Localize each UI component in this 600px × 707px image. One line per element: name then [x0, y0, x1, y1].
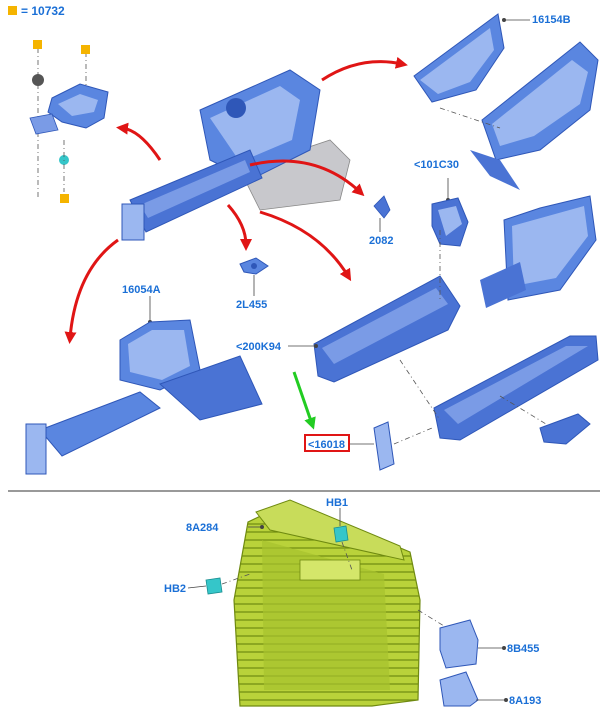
part-16054A-group[interactable] [25, 296, 263, 475]
label-16154B[interactable]: 16154B [532, 14, 571, 26]
legend-label: = 10732 [21, 4, 65, 18]
part-16018-group[interactable] [348, 421, 433, 471]
label-2L455[interactable]: 2L455 [236, 299, 267, 311]
nut-icon [32, 74, 44, 86]
label-2082[interactable]: 2082 [369, 235, 393, 247]
arrow-to-2082 [249, 159, 365, 197]
bracket-exploded-group [29, 40, 109, 203]
label-200K94[interactable]: <200K94 [236, 341, 282, 353]
label-HB1[interactable]: HB1 [326, 497, 348, 509]
right-apron-group[interactable] [399, 195, 599, 445]
fastener-marker-icon [81, 45, 90, 54]
apron-assembly[interactable] [121, 69, 351, 241]
highlight-box-16018 [304, 434, 350, 452]
legend-symbol-icon [8, 6, 17, 15]
part-200K94-group[interactable] [288, 275, 461, 383]
legend: = 10732 [8, 4, 65, 18]
label-101C30[interactable]: <101C30 [414, 159, 459, 171]
label-16018[interactable]: <16018 [308, 439, 345, 451]
arrow-to-16018 [292, 371, 316, 430]
part-8B455-group[interactable] [417, 609, 506, 669]
arrow-to-16054A [64, 238, 119, 344]
label-HB2[interactable]: HB2 [164, 583, 186, 595]
part-16154B-group[interactable] [413, 13, 599, 190]
bracket-stem-part [29, 113, 59, 135]
label-8B455[interactable]: 8B455 [507, 643, 539, 655]
part-HB2-group[interactable] [187, 573, 251, 595]
arrow-to-200K94 [259, 210, 352, 282]
arrow-to-16154B [321, 56, 408, 82]
part-8A193-group[interactable] [439, 671, 508, 707]
part-101C30-group[interactable] [431, 178, 469, 247]
fastener-marker-icon [60, 194, 69, 203]
part-2L455-group[interactable] [239, 257, 269, 296]
fastener-marker-icon [33, 40, 42, 49]
radiator-support-group[interactable] [233, 499, 421, 707]
label-8A284[interactable]: 8A284 [186, 522, 219, 534]
label-8A193[interactable]: 8A193 [509, 695, 541, 707]
arrow-to-bracket [116, 122, 162, 161]
label-16054A[interactable]: 16054A [122, 284, 161, 296]
part-HB1-group[interactable] [333, 508, 353, 571]
part-2082-group[interactable] [373, 195, 391, 232]
arrow-to-2L455 [226, 203, 252, 251]
